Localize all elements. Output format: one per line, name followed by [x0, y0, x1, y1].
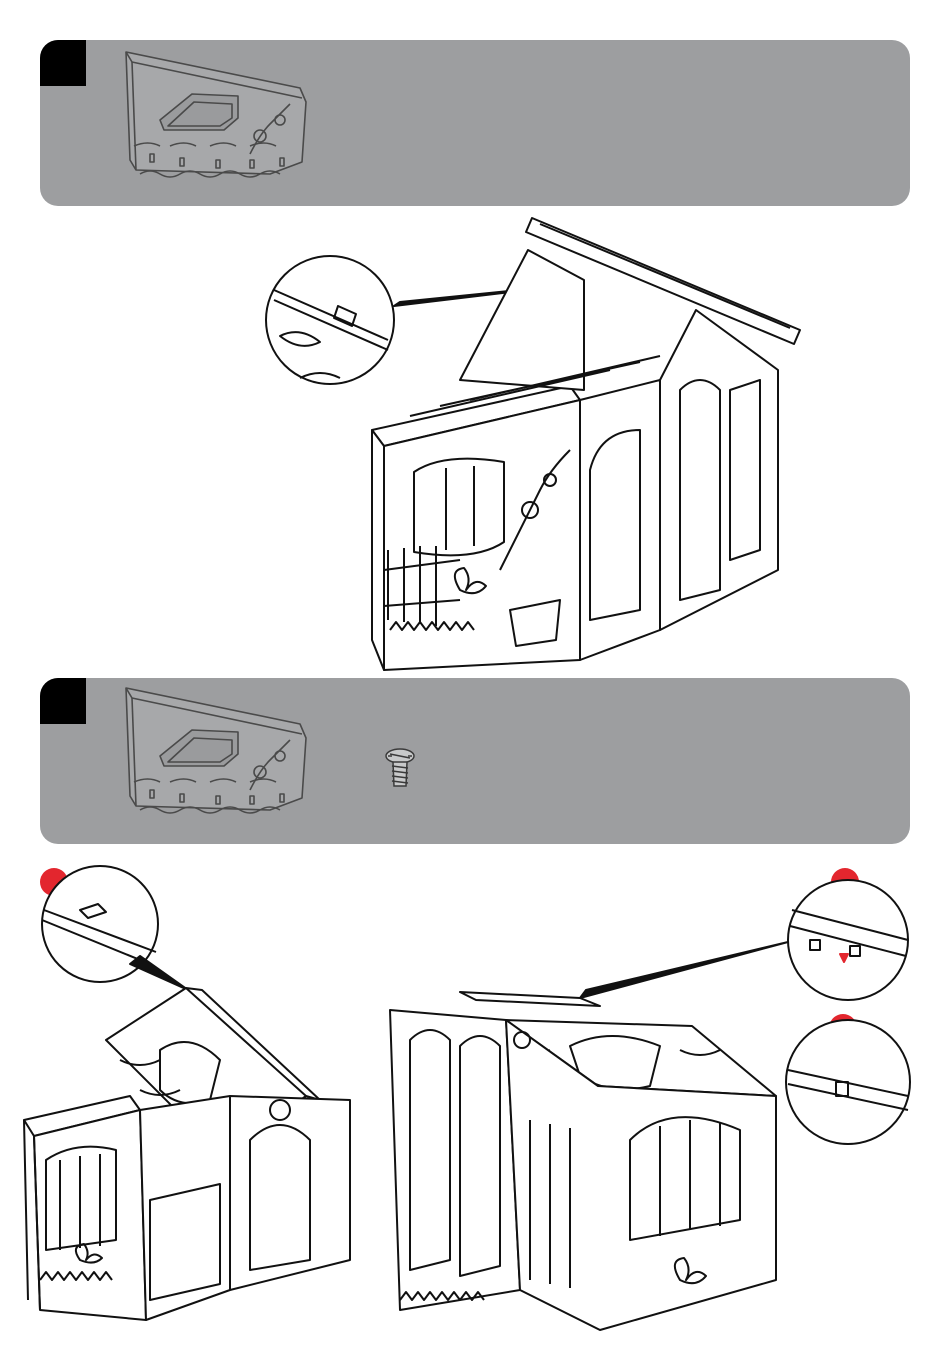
roof-panel-icon	[120, 684, 320, 834]
detail-zoom-circle	[266, 256, 394, 384]
step-2-parts-panel	[40, 678, 910, 844]
step-1-assembly-illustration	[260, 210, 820, 680]
step-2-left-assembly-illustration	[10, 860, 390, 1340]
step-2-right-assembly-illustration	[380, 860, 930, 1340]
step-number	[40, 40, 86, 86]
step-number-box	[40, 40, 86, 86]
screw-icon	[382, 746, 418, 790]
step-1-parts-panel	[40, 40, 910, 206]
step-number-box	[40, 678, 86, 724]
step-number	[40, 678, 86, 724]
roof-panel-icon	[120, 48, 320, 198]
